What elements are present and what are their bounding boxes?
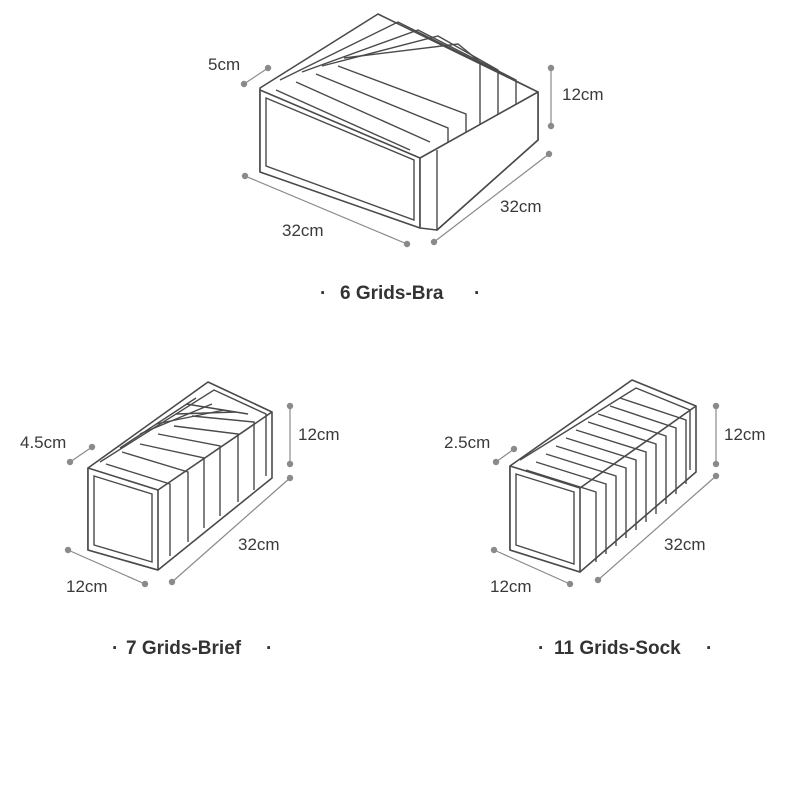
grid-width-dimension: 5cm: [208, 55, 272, 88]
length-dimension: 32cm: [241, 172, 411, 248]
caption-dot-left: ·: [320, 283, 326, 304]
caption-dot-right: ·: [706, 638, 712, 659]
caption-dot-right: ·: [266, 638, 272, 659]
length-dimension: 32cm: [168, 474, 294, 586]
height-dimension: 12cm: [547, 64, 604, 130]
width-dimension: 12cm: [490, 546, 574, 596]
organizer-11-grids-sock: 2.5cm 12cm 12cm 32cm · 11 Grids-Sock ·: [444, 379, 766, 659]
caption-dot-left: ·: [538, 638, 544, 659]
organizer-7-grids-brief: 4.5cm 12cm 12cm 32cm · 7 Grids-Brief ·: [20, 381, 340, 659]
organizer-6-grids-bra: 5cm 12cm 32cm 32cm · 6 Grids-Bra ·: [208, 13, 604, 304]
width-label: 12cm: [66, 577, 108, 596]
grid-width-label: 5cm: [208, 55, 240, 74]
grid-width-dimension: 4.5cm: [20, 433, 96, 466]
width-dimension: 32cm: [430, 150, 553, 246]
height-label: 12cm: [724, 425, 766, 444]
length-dimension: 32cm: [594, 472, 720, 584]
box-outline: [259, 13, 539, 231]
caption: 11 Grids-Sock: [554, 638, 681, 659]
caption: 6 Grids-Bra: [340, 283, 444, 304]
caption-dot-left: ·: [112, 638, 118, 659]
height-dimension: 12cm: [286, 402, 340, 468]
length-label: 32cm: [664, 535, 706, 554]
grid-width-label: 4.5cm: [20, 433, 66, 452]
length-label: 32cm: [238, 535, 280, 554]
box-outline: [509, 379, 697, 573]
width-label: 32cm: [500, 197, 542, 216]
height-label: 12cm: [562, 85, 604, 104]
width-label: 12cm: [490, 577, 532, 596]
length-label: 32cm: [282, 221, 324, 240]
grid-width-dimension: 2.5cm: [444, 433, 518, 466]
width-dimension: 12cm: [64, 546, 149, 596]
height-label: 12cm: [298, 425, 340, 444]
grid-width-label: 2.5cm: [444, 433, 490, 452]
caption-dot-right: ·: [474, 283, 480, 304]
box-outline: [87, 381, 273, 571]
caption: 7 Grids-Brief: [126, 638, 242, 659]
height-dimension: 12cm: [712, 402, 766, 468]
